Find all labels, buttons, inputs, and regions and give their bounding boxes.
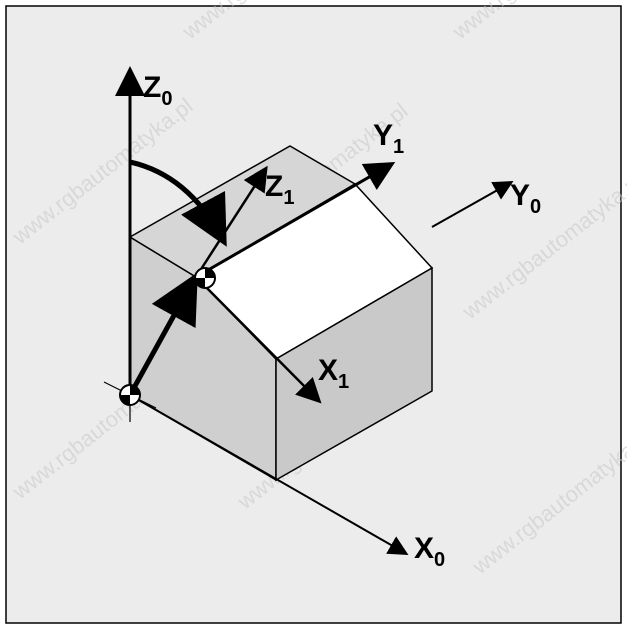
- z1-label: Z1: [265, 170, 294, 209]
- y1-label: Y1: [373, 119, 404, 158]
- axis-labels: Z0 Y1 Z1 Y0 X1 X0: [143, 71, 541, 571]
- y0-label: Y0: [510, 179, 541, 218]
- axes: [115, 66, 514, 555]
- y0-axis: [431, 181, 514, 228]
- side-face: [275, 266, 433, 482]
- rotation-arrow: [129, 159, 227, 247]
- y1-axis: [195, 162, 396, 279]
- shift-vector: [127, 272, 198, 397]
- frame-origin-icon: [194, 267, 216, 289]
- x0-label: X0: [414, 532, 445, 571]
- workpiece-origin-icon: [103, 372, 157, 422]
- x1-label: X1: [318, 354, 349, 393]
- z0-label: Z0: [143, 71, 172, 110]
- z1-axis: [194, 165, 268, 278]
- x0-axis: [129, 394, 409, 555]
- x1-axis: [195, 276, 322, 404]
